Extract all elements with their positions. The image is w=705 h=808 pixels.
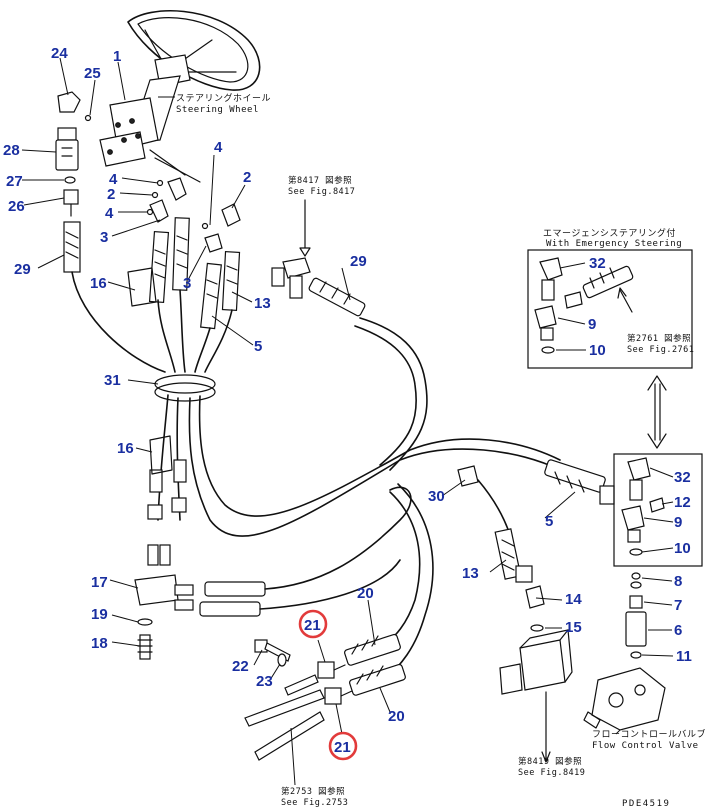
highlight-ring-21-top <box>298 609 328 639</box>
label-part-6: 6 <box>674 622 682 639</box>
label-part-21-bottom: 21 <box>334 739 351 756</box>
label-part-14: 14 <box>565 591 582 608</box>
flow-control-valve-area <box>499 572 666 763</box>
label-part-5-right: 5 <box>545 513 553 530</box>
label-part-27: 27 <box>6 173 23 190</box>
label-part-8: 8 <box>674 573 682 590</box>
label-part-16-upper: 16 <box>90 275 107 292</box>
label-part-32-bottom: 32 <box>674 469 691 486</box>
label-part-9-bottom: 9 <box>674 514 682 531</box>
label-part-16-lower: 16 <box>117 440 134 457</box>
ref-8419-en: See Fig.8419 <box>518 768 585 778</box>
emergency-steering-box-top <box>527 249 693 369</box>
caption-flow-valve-en: Flow Control Valve <box>592 741 699 751</box>
label-part-3-b: 3 <box>183 275 191 292</box>
steering-wheel-assembly <box>99 9 261 183</box>
ref-8417-en: See Fig.8417 <box>288 187 355 197</box>
caption-steering-wheel-jp: ステアリングホイール <box>176 92 271 104</box>
label-part-18: 18 <box>91 635 108 652</box>
label-part-12: 12 <box>674 494 691 511</box>
label-part-10-bottom: 10 <box>674 540 691 557</box>
caption-steering-wheel-en: Steering Wheel <box>176 105 259 115</box>
label-part-20-top: 20 <box>357 585 374 602</box>
highlight-ring-21-bottom <box>328 731 358 761</box>
label-part-24: 24 <box>51 45 68 62</box>
label-part-20-bottom: 20 <box>388 708 405 725</box>
label-part-4-a: 4 <box>109 171 118 188</box>
label-part-2-b: 2 <box>243 169 251 186</box>
label-part-23: 23 <box>256 673 273 690</box>
caption-emergency-en: With Emergency Steering <box>546 239 682 249</box>
label-part-19: 19 <box>91 606 108 623</box>
left-fittings <box>55 91 92 273</box>
emergency-steering-box-bottom <box>613 453 703 567</box>
label-part-7: 7 <box>674 597 682 614</box>
ref-2761-en: See Fig.2761 <box>627 345 694 355</box>
label-part-2-a: 2 <box>107 186 115 203</box>
captions: ステアリングホイール Steering Wheel エマージェンシステアリング付… <box>176 92 705 751</box>
caption-flow-valve-jp: フローコントロールバルブ <box>592 728 705 740</box>
label-part-21-top: 21 <box>304 617 321 634</box>
label-part-3-a: 3 <box>100 229 108 246</box>
ref-8417-jp: 第8417 図参照 <box>288 175 352 186</box>
label-part-4-b: 4 <box>105 205 114 222</box>
bracket-assembly <box>134 486 412 660</box>
label-part-17: 17 <box>91 574 108 591</box>
steering-hoses <box>71 177 561 537</box>
ref-2753-jp: 第2753 図参照 <box>281 786 345 797</box>
part-number-labels: 1 24 25 28 27 26 29 4 2 4 3 4 2 3 16 13 … <box>3 45 692 756</box>
label-part-26: 26 <box>8 198 25 215</box>
hose-20-assembly <box>244 483 434 761</box>
label-part-29-right: 29 <box>350 253 367 270</box>
label-part-11: 11 <box>676 648 692 665</box>
hose-29-assembly <box>271 199 428 471</box>
label-part-29-left: 29 <box>14 261 31 278</box>
label-part-4-c: 4 <box>214 139 223 156</box>
equivalence-arrow <box>647 375 667 449</box>
ref-2753-en: See Fig.2753 <box>281 798 348 808</box>
label-part-25: 25 <box>84 65 101 82</box>
label-part-32-top: 32 <box>589 255 606 272</box>
label-part-1: 1 <box>113 48 121 65</box>
label-part-22: 22 <box>232 658 249 675</box>
label-part-5-left: 5 <box>254 338 262 355</box>
leader-lines <box>21 57 674 735</box>
label-part-31: 31 <box>104 372 121 389</box>
label-part-30: 30 <box>428 488 445 505</box>
ref-8419-jp: 第8419 図参照 <box>518 756 582 767</box>
label-part-13-lower: 13 <box>462 565 479 582</box>
figure-references: 第8417 図参照 See Fig.8417 第2761 図参照 See Fig… <box>281 175 694 808</box>
label-part-28: 28 <box>3 142 20 159</box>
caption-emergency-jp: エマージェンシステアリング付 <box>543 227 676 239</box>
label-part-15: 15 <box>565 619 582 636</box>
drawing-code: PDE4519 <box>622 799 670 808</box>
hose-5-13-assembly <box>457 459 615 583</box>
label-part-10-top: 10 <box>589 342 606 359</box>
ref-2761-jp: 第2761 図参照 <box>627 333 691 344</box>
label-part-9-top: 9 <box>588 316 596 333</box>
label-part-13-upper: 13 <box>254 295 271 312</box>
